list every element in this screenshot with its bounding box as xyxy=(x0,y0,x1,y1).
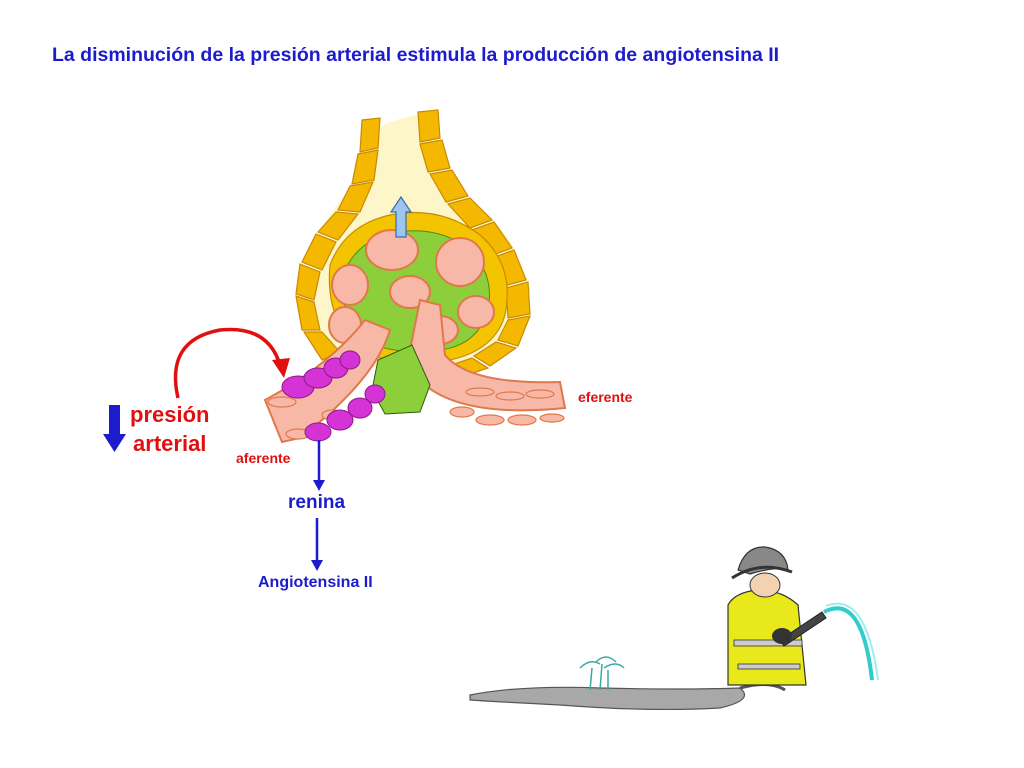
decrease-down-arrow xyxy=(103,405,126,452)
aferente-label: aferente xyxy=(236,450,291,466)
capsule-cells-right xyxy=(417,109,531,379)
ground-hose-path xyxy=(469,686,745,711)
page-title: La disminución de la presión arterial es… xyxy=(52,44,780,66)
presion-arterial-label: presión arterial xyxy=(130,400,209,458)
small-plant-icon xyxy=(579,656,625,691)
renin-arrow-1 xyxy=(313,440,325,491)
efferent-arteriole xyxy=(408,298,567,426)
capsule-cells-left xyxy=(295,117,381,361)
presion-word: presión xyxy=(130,402,210,427)
firefighter-illustration xyxy=(469,546,879,711)
firefighter-face xyxy=(749,572,781,598)
filtrate-up-arrow xyxy=(389,195,413,238)
water-stream xyxy=(823,606,874,681)
arterial-word: arterial xyxy=(133,431,207,456)
angiotensina-label: Angiotensina II xyxy=(258,574,373,591)
stimulus-curved-arrow xyxy=(173,327,290,399)
juxtaglomerular-cells xyxy=(281,350,386,442)
renin-arrow-2 xyxy=(311,518,323,571)
eferente-label: eferente xyxy=(578,389,633,405)
renina-label: renina xyxy=(288,492,346,513)
